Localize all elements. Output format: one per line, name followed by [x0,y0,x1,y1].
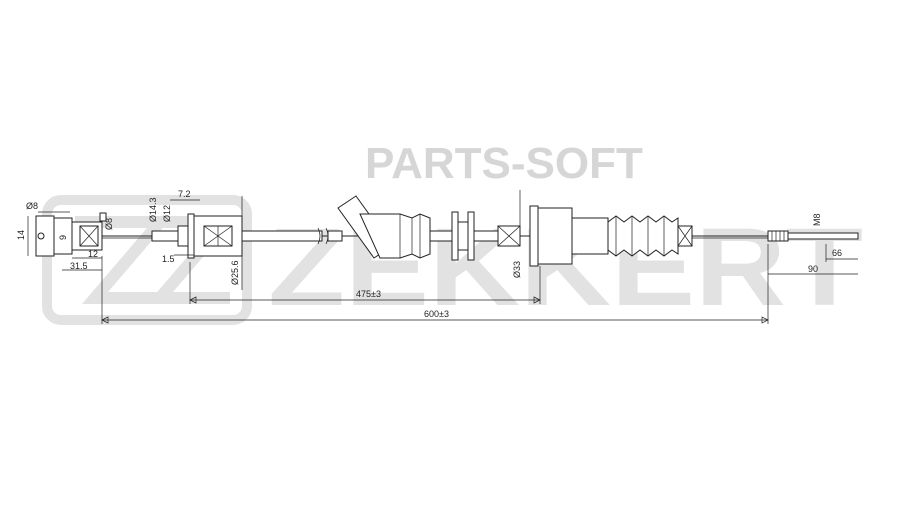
dim-12: 12 [88,249,98,259]
dim-1-5: 1.5 [162,254,175,264]
dim-14: 14 [16,230,26,240]
left-ferrule [151,213,195,259]
dim-d25-6: Ø25.6 [230,260,240,285]
dim-7-2: 7.2 [178,189,191,199]
dim-31-5: 31.5 [70,261,88,271]
right-adjuster [529,205,693,267]
dim-d12: Ø12 [162,205,172,222]
left-clevis [35,212,107,257]
dim-9: 9 [58,235,68,240]
dim-d33: Ø33 [512,261,522,278]
middle-grommet [429,211,521,261]
dim-66: 66 [832,248,842,258]
dim-475: 475±3 [356,289,381,299]
dim-90: 90 [808,264,818,274]
dim-d14-3: Ø14.3 [148,197,158,222]
dim-d8-mid: Ø8 [104,218,114,230]
angled-boot [337,195,431,259]
outer-casing-left [193,215,343,257]
dim-m8: M8 [812,213,822,226]
threaded-end [767,230,859,242]
watermark-parts-soft: PARTS-SOFT [365,139,643,188]
dim-600: 600±3 [424,309,449,319]
dim-d8-left: Ø8 [26,201,38,211]
